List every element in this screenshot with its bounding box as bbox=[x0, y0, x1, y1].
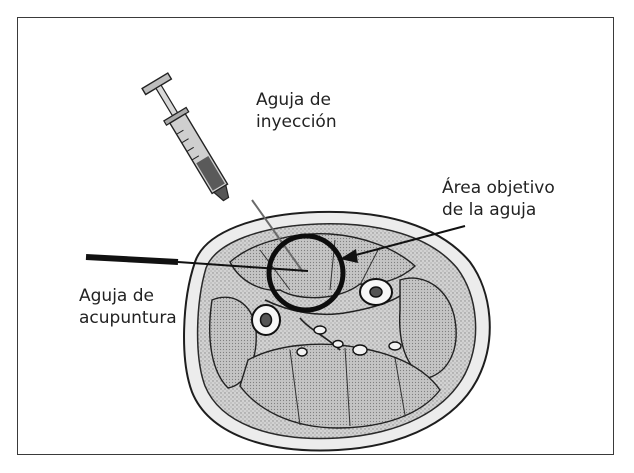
label-acupuncture-needle: Aguja de acupuntura bbox=[79, 285, 177, 329]
bone-ulna bbox=[252, 305, 280, 335]
label-injection-needle: Aguja de inyección bbox=[256, 89, 337, 133]
bone-radius bbox=[360, 279, 392, 305]
label-target-area: Área objetivo de la aguja bbox=[442, 177, 555, 221]
acupuncture-needle-handle bbox=[86, 257, 178, 262]
syringe bbox=[142, 73, 239, 207]
